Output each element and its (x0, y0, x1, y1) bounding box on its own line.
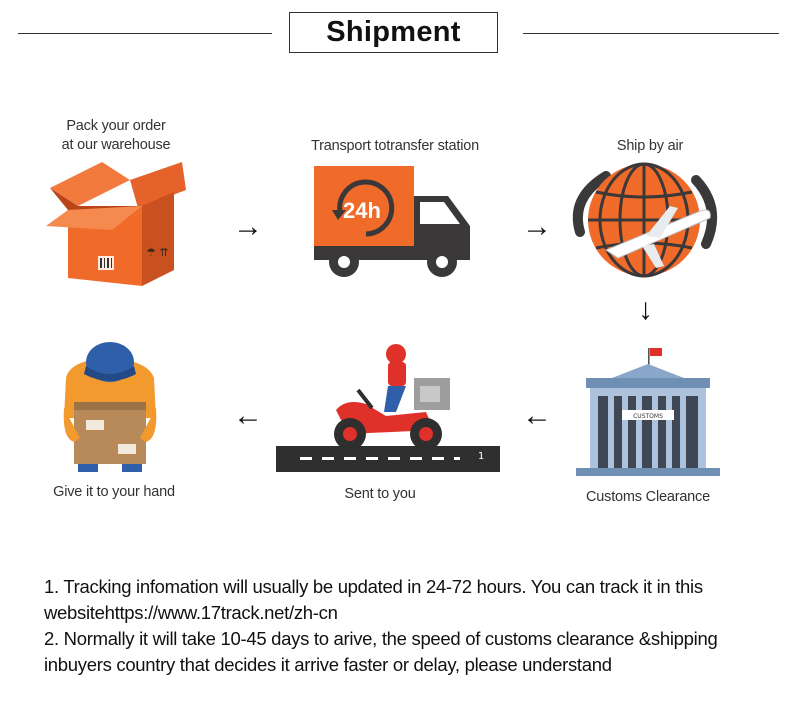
step-pack-label-line1: Pack your order (66, 118, 166, 134)
note-1-line2: websitehttps://www.17track.net/zh-cn (44, 602, 338, 623)
customs-building-icon: CUSTOMS (576, 348, 720, 476)
step-sent-label: Sent to you (344, 486, 416, 502)
note-1-line1: 1. Tracking infomation will usually be u… (44, 576, 703, 597)
step-hand-label: Give it to your hand (53, 484, 175, 500)
header-rule-left (18, 33, 272, 34)
step-pack-label-line2: at our warehouse (61, 137, 171, 153)
arrow-right-2: → (522, 210, 552, 243)
note-2-line2: inbuyers country that decides it arrive … (44, 654, 612, 675)
shipping-notes: 1. Tracking infomation will usually be u… (44, 574, 764, 678)
arrow-down: ↓ (638, 293, 653, 326)
arrow-left-2: ← (233, 399, 263, 432)
scooter-courier-icon: 1 (276, 344, 500, 472)
truck-24h-badge: 24h (343, 198, 381, 223)
step-customs-label: Customs Clearance (586, 489, 710, 505)
person-holding-box-icon (63, 342, 157, 472)
svg-text:☂ ⇈: ☂ ⇈ (146, 246, 169, 259)
delivery-truck-icon: 24h (314, 166, 470, 277)
package-box-icon: ☂ ⇈ (46, 162, 186, 286)
step-air-label: Ship by air (616, 138, 684, 154)
page-title: Shipment (326, 16, 461, 48)
step-pack-label: Pack your order at our warehouse (46, 117, 186, 155)
road-marker: 1 (478, 451, 484, 462)
customs-sign: CUSTOMS (633, 413, 663, 420)
arrow-left-1: ← (522, 399, 552, 432)
header-rule-right (523, 33, 779, 34)
note-2-line1: 2. Normally it will take 10-45 days to a… (44, 628, 718, 649)
globe-airplane-icon (572, 162, 717, 278)
step-transport-label: Transport totransfer station (311, 138, 479, 154)
title-box: Shipment (289, 12, 498, 53)
arrow-right-1: → (233, 210, 263, 243)
